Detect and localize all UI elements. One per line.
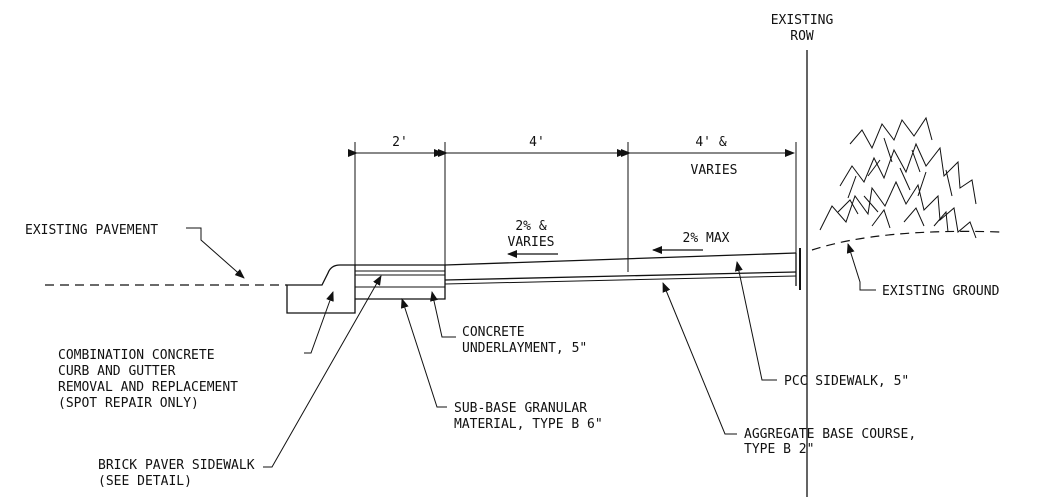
subbase-leader xyxy=(400,298,447,408)
combination-curb-line4: (SPOT REPAIR ONLY) xyxy=(58,396,199,411)
dim-4ft-label: 4' xyxy=(529,135,545,150)
dim-varies-label: VARIES xyxy=(691,163,738,178)
combination-curb-leader xyxy=(304,291,334,354)
subbase-line1: SUB-BASE GRANULAR xyxy=(454,401,587,416)
dim-4ft-and-label: 4' & xyxy=(695,135,726,150)
slope-2pct-label-line1: 2% & xyxy=(515,219,546,234)
brick-paver-area xyxy=(355,264,446,300)
pcc-sidewalk-leader xyxy=(734,261,777,381)
aggregate-base-line1: AGGREGATE BASE COURSE, xyxy=(744,427,916,442)
existing-ground-leader xyxy=(846,243,876,291)
pcc-sidewalk-bottom xyxy=(444,271,797,281)
existing-row-label-line2: ROW xyxy=(790,29,814,44)
slope-2pct-max-label: 2% MAX xyxy=(683,231,730,246)
aggregate-base-line2: TYPE B 2" xyxy=(744,442,814,457)
brick-paver-line2: (SEE DETAIL) xyxy=(98,474,192,489)
existing-pavement-label: EXISTING PAVEMENT xyxy=(25,223,158,238)
shrub-drawing xyxy=(819,116,977,239)
concrete-underlayment-leader xyxy=(430,291,456,338)
concrete-underlayment-line1: CONCRETE xyxy=(462,325,525,340)
brick-paver-leader xyxy=(263,275,382,468)
pcc-sidewalk-top xyxy=(444,252,797,266)
curb-and-gutter-section xyxy=(286,264,356,314)
brick-paver-line1: BRICK PAVER SIDEWALK xyxy=(98,458,255,473)
pcc-sidewalk-label: PCC SIDEWALK, 5" xyxy=(784,374,909,389)
combination-curb-line1: COMBINATION CONCRETE xyxy=(58,348,215,363)
existing-pavement-leader xyxy=(186,227,245,279)
subbase-line2: MATERIAL, TYPE B 6" xyxy=(454,417,603,432)
aggregate-base-bottom xyxy=(444,275,797,285)
existing-ground-label: EXISTING GROUND xyxy=(882,284,1000,299)
combination-curb-line2: CURB AND GUTTER xyxy=(58,364,176,379)
concrete-underlayment-line2: UNDERLAYMENT, 5" xyxy=(462,341,587,356)
existing-row-label-line1: EXISTING xyxy=(771,13,834,28)
dim-2ft-label: 2' xyxy=(392,135,408,150)
aggregate-base-leader xyxy=(662,282,737,435)
existing-ground-line xyxy=(811,230,1001,251)
combination-curb-line3: REMOVAL AND REPLACEMENT xyxy=(58,380,238,395)
slope-2pct-label-line2: VARIES xyxy=(508,235,555,250)
